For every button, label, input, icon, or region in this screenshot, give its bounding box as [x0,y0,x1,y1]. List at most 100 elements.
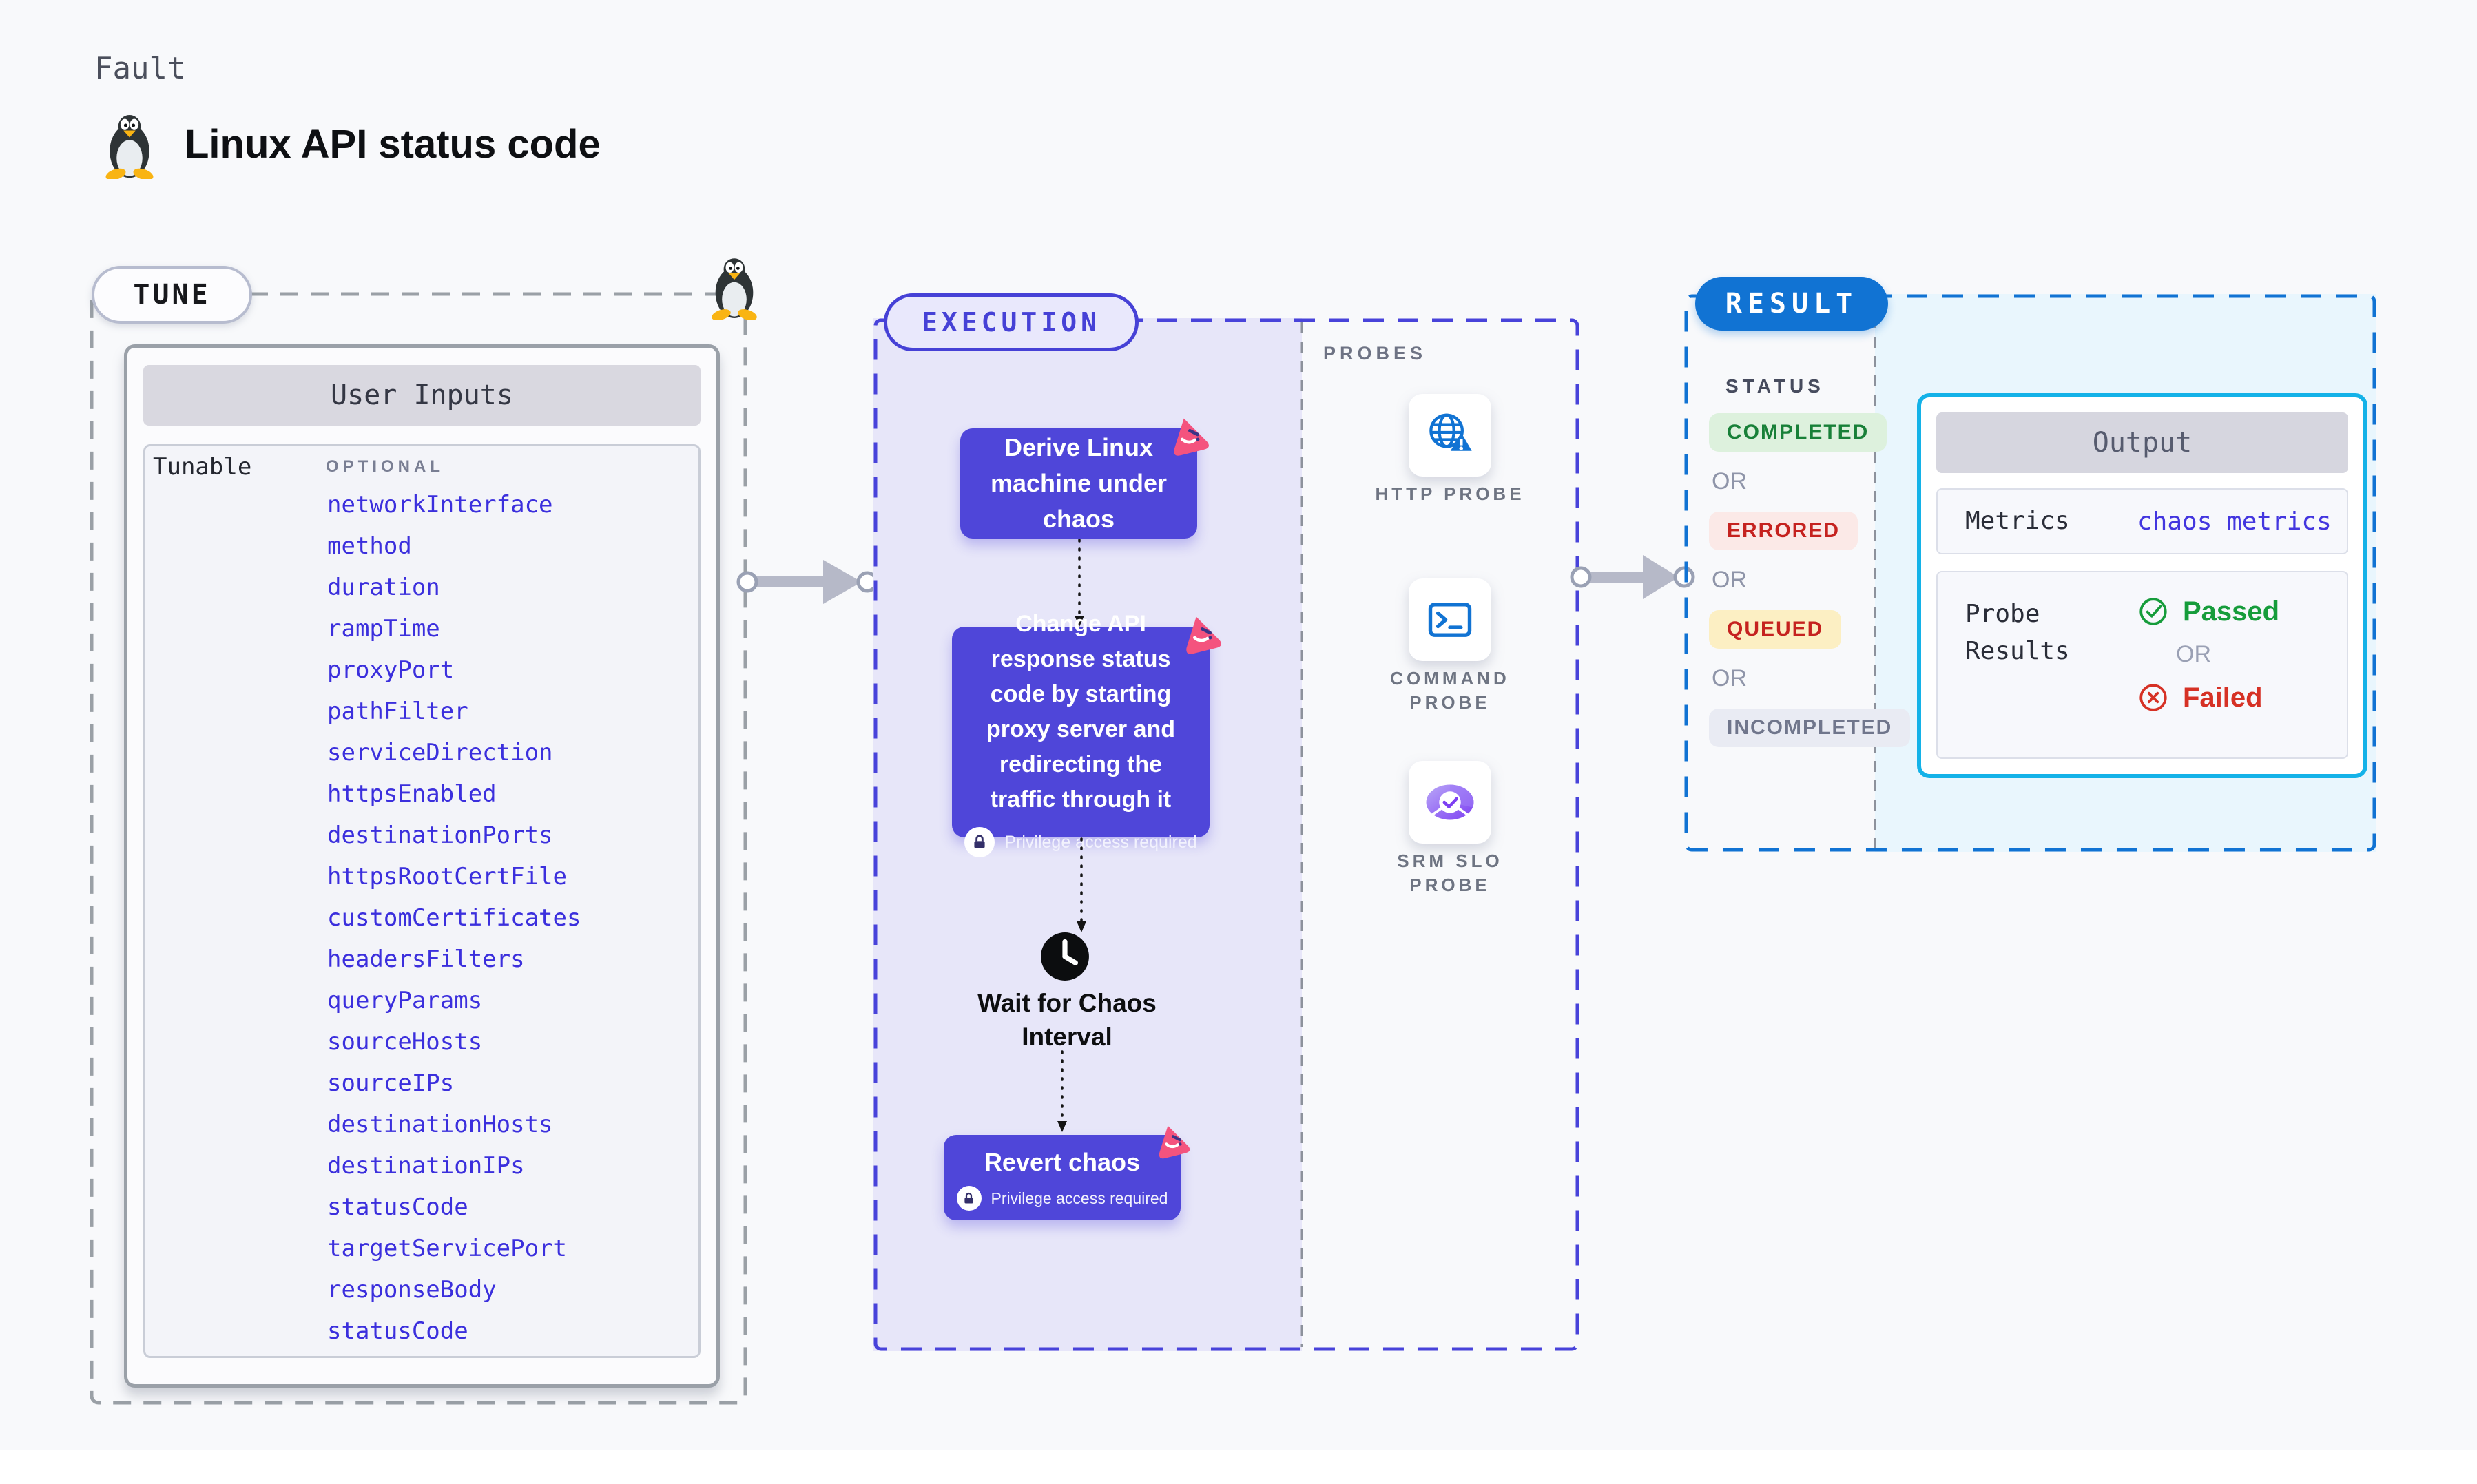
failed-label: Failed [2183,682,2263,713]
probe-results-label: Probe Results [1965,600,2070,665]
tune-to-execution-arrow [736,560,878,604]
tunable-param-link[interactable]: httpsEnabled [327,780,497,808]
step-change-text: Change API response status code by start… [986,611,1176,813]
execution-dashed-border [873,318,1579,1351]
execution-label: EXECUTION [922,307,1101,337]
status-badge-queued: QUEUED [1709,610,1842,649]
user-inputs-header: User Inputs [143,365,701,426]
http-probe-label: HTTP PROBE [1375,483,1525,504]
tunable-param-link[interactable]: sourceHosts [327,1028,483,1056]
step-change-status-code: Change API response status code by start… [952,611,1221,857]
or-separator: OR [1712,567,1747,593]
probe-results-row: Probe Results Passed OR Faile [1936,571,2348,759]
execution-section [873,318,1579,1351]
execution-to-result-arrow [1570,555,1695,599]
tunable-param-link[interactable]: serviceDirection [327,739,553,766]
metrics-value-link[interactable]: chaos metrics [2137,507,2332,536]
clock-icon [1041,932,1089,981]
privilege-label: Privilege access required [991,1189,1168,1207]
tune-dashed-border [90,292,747,1405]
terminal-icon [1428,603,1472,637]
passed-label: Passed [2183,596,2280,627]
privilege-row: Privilege access required [964,827,1197,857]
probe-results-values: Passed OR Failed [2137,596,2279,713]
fault-eyebrow: Fault [94,51,186,86]
chaos-logo-icon [1174,418,1209,456]
lock-icon [956,1186,982,1211]
or-separator: OR [1712,468,1747,494]
slo-donut-icon [1426,784,1474,820]
http-probe-card [1409,394,1491,477]
tunable-param-link[interactable]: responseBody [327,1276,497,1304]
result-dashed-border [1684,294,2376,852]
step-derive-text: Derive Linux machine under chaos [990,432,1168,534]
tunable-param-link[interactable]: destinationIPs [327,1152,525,1180]
user-inputs-card: User Inputs [124,344,720,1388]
command-probe-label: COMMAND PROBE [1390,668,1510,713]
srm-slo-probe-label: SRM SLO PROBE [1397,850,1503,896]
flow-connector [1077,837,1086,932]
tunable-param-link[interactable]: pathFilter [327,698,468,725]
output-card-title: Output [1936,412,2348,473]
tunables-panel [143,444,701,1358]
chaos-logo-icon [1159,1125,1190,1159]
page-title: Linux API status code [185,122,601,167]
privilege-label: Privilege access required [1004,832,1197,852]
srm-slo-probe-card [1409,761,1491,844]
lock-icon [964,827,995,857]
or-separator: OR [2176,641,2211,667]
metrics-row: Metrics chaos metrics [1936,488,2348,554]
step-revert-chaos: Revert chaos Privilege access required [944,1125,1190,1220]
status-badge-errored: ERRORED [1709,512,1858,550]
optional-column-label: OPTIONAL [326,457,444,476]
tunable-param-link[interactable]: customCertificates [327,904,581,932]
tune-section [90,292,747,1405]
wait-step-label: Wait for Chaos Interval [977,989,1157,1052]
passed-line: Passed [2137,596,2279,627]
step-revert-text: Revert chaos [984,1147,1141,1176]
tunable-param-link[interactable]: rampTime [327,615,440,642]
result-label: RESULT [1725,288,1858,320]
flow-connector [1075,539,1084,627]
tunable-param-link[interactable]: statusCode [327,1193,468,1221]
tunable-param-link[interactable]: queryParams [327,987,483,1014]
execution-label-pill: EXECUTION [884,293,1139,351]
tunable-param-link[interactable]: method [327,532,412,560]
linux-penguin-icon [105,115,154,179]
privilege-row: Privilege access required [956,1186,1168,1211]
tunable-param-link[interactable]: proxyPort [327,656,455,684]
tunable-param-link[interactable]: destinationPorts [327,822,553,849]
tunable-param-link[interactable]: sourceIPs [327,1069,455,1097]
status-stack: COMPLETED OR ERRORED OR QUEUED OR INCOMPLETED [1709,413,1911,747]
status-column-label: STATUS [1725,375,1825,397]
tunable-param-link[interactable]: networkInterface [327,491,553,519]
bottom-strip [0,1450,2477,1484]
failed-line: Failed [2137,682,2279,713]
status-badge-completed: COMPLETED [1709,413,1887,452]
globe-alert-icon [1429,413,1472,451]
output-card: Output Metrics chaos metrics Probe Resul… [1917,393,2367,778]
flow-connector [1057,1041,1067,1132]
tunable-param-link[interactable]: headersFilters [327,945,525,973]
tunable-row-label: Tunable [153,453,252,481]
tunable-param-link[interactable]: duration [327,574,440,601]
tunable-param-link[interactable]: statusCode [327,1317,468,1345]
tune-label-pill: TUNE [92,266,252,324]
linux-penguin-icon [712,258,757,320]
tunable-param-link[interactable]: targetServicePort [327,1235,567,1262]
result-label-pill: RESULT [1695,277,1888,331]
tunable-param-link[interactable]: destinationHosts [327,1111,553,1138]
command-probe-card [1409,578,1491,661]
tunable-param-list: networkInterface method duration rampTime pr… [327,490,581,1346]
status-badge-incompleted: INCOMPLETED [1709,709,1911,747]
check-circle-icon [2139,598,2167,625]
metrics-label: Metrics [1965,507,2070,535]
chaos-logo-icon [1186,616,1221,654]
tunable-param-link[interactable]: httpsRootCertFile [327,863,567,890]
tune-label: TUNE [133,279,211,311]
x-circle-icon [2139,684,2167,711]
or-separator: OR [1712,665,1747,691]
result-section [1684,294,2376,852]
step-derive-machine: Derive Linux machine under chaos [960,418,1209,539]
